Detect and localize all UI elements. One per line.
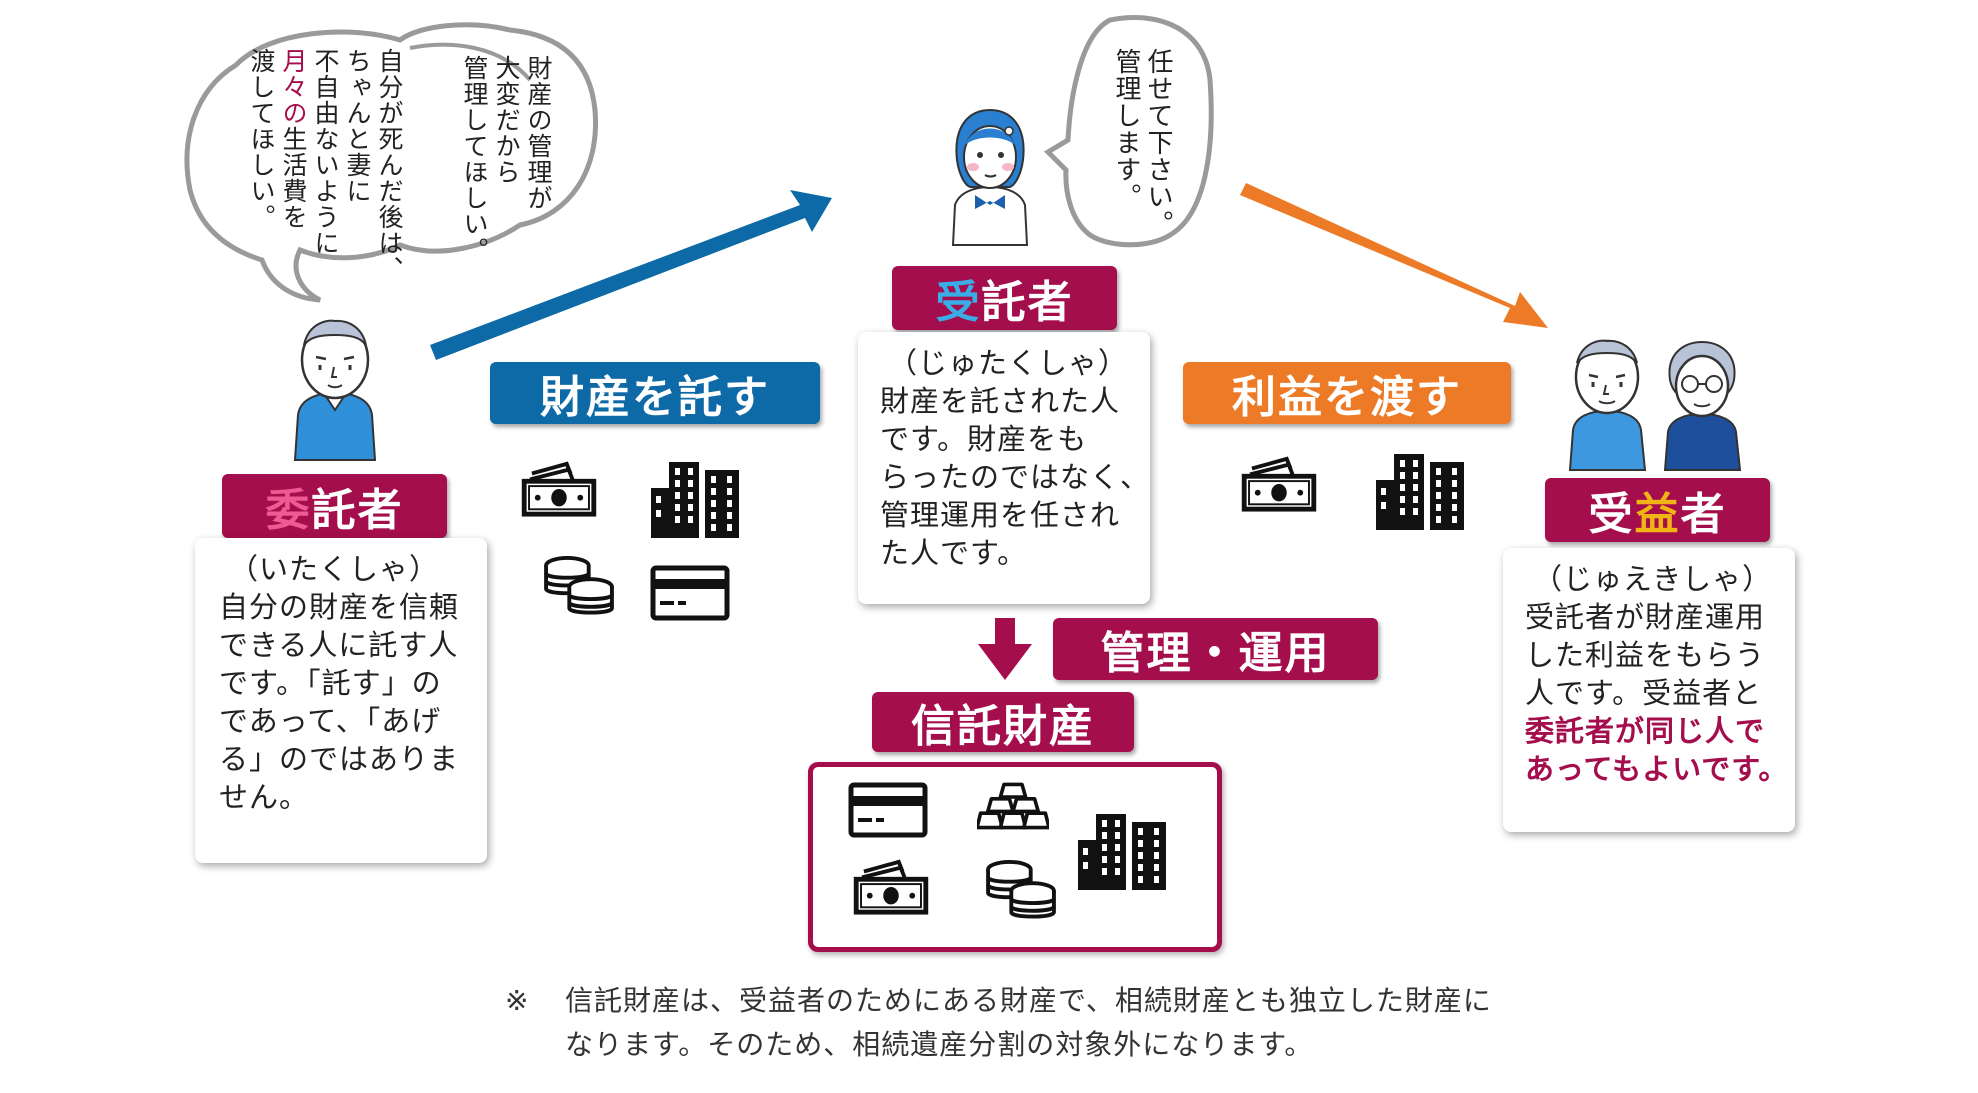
trustee-card-line: 管理運用を任され <box>880 498 1121 532</box>
trustee-card-line: らったのではなく、 <box>880 460 1151 494</box>
settlor-avatar <box>293 319 377 461</box>
trustee-avatar <box>951 108 1029 246</box>
footnote-mark: ※ <box>505 984 530 1017</box>
settlor-label-first: 委 <box>265 485 312 536</box>
trustee-card-line: 財産を託された人 <box>880 384 1121 418</box>
settlor-speech-line-3: 不自由ないように <box>311 48 340 256</box>
beneficiary-label-mid: 益 <box>1634 489 1681 540</box>
building-icon <box>1075 810 1177 890</box>
building-icon <box>648 458 750 538</box>
cash-icon <box>520 460 598 518</box>
settlor-speech-text: 自分が死んだ後は、 ちゃんと妻に 不自由ないように 月々の生活費を 渡してほしい… <box>245 48 405 282</box>
footnote-line-2: なります。そのため、相続遺産分割の対象外になります。 <box>565 1028 1314 1061</box>
credit-card-icon <box>848 782 928 838</box>
settlor-speech-line-1: 自分が死んだ後は、 <box>375 48 404 282</box>
beneficiary-avatar-husband <box>1568 339 1647 471</box>
trustee-card: （じゅたくしゃ） 財産を託された人 です。財産をも らったのではなく、 管理運用… <box>858 332 1150 604</box>
trustee-card-line: （じゅたくしゃ） <box>888 346 1129 380</box>
trustee-card-line: た人です。 <box>880 536 1028 570</box>
entrust-label: 財産を託す <box>490 362 820 424</box>
benefit-arrow <box>1240 183 1548 328</box>
settlor-card-line: る」のではありま <box>219 742 460 776</box>
coins-icon <box>540 554 618 616</box>
manage-arrow-stem <box>995 618 1015 646</box>
settlor-speech2-line-1: 財産の管理が <box>524 55 553 211</box>
beneficiary-label: 受益者 <box>1545 478 1770 542</box>
trustee-label: 受託者 <box>892 266 1117 330</box>
coins-icon <box>982 858 1060 920</box>
trustee-label-rest: 託者 <box>981 277 1074 328</box>
beneficiary-label-first: 受 <box>1588 489 1635 540</box>
beneficiary-label-rest: 者 <box>1680 489 1727 540</box>
manage-arrow-head <box>978 644 1032 680</box>
beneficiary-card-line: した利益をもらう <box>1525 638 1766 672</box>
speech-highlight: 月々の <box>279 48 308 126</box>
settlor-label: 委託者 <box>222 474 447 538</box>
settlor-speech-line-2: ちゃんと妻に <box>343 48 372 204</box>
credit-card-icon <box>650 565 730 621</box>
beneficiary-card-line: （じゅえきしゃ） <box>1533 562 1773 596</box>
footnote-line-1: 信託財産は、受益者のためにある財産で、相続財産とも独立した財産に <box>565 984 1492 1017</box>
beneficiary-card: （じゅえきしゃ） 受託者が財産運用 した利益をもらう 人です。受益者と 委託者が… <box>1503 548 1795 832</box>
settlor-speech2-text: 財産の管理が 大変だから 管理してほしい。 <box>458 55 554 263</box>
beneficiary-card-bold-line: あってもよいです。 <box>1525 752 1789 786</box>
entrust-arrow <box>430 190 832 360</box>
settlor-card-line: できる人に託す人 <box>219 628 459 662</box>
beneficiary-avatar-wife <box>1663 340 1742 471</box>
settlor-speech-line-5: 渡してほしい。 <box>247 48 276 230</box>
settlor-card-line: 自分の財産を信頼 <box>219 590 460 624</box>
trustee-speech-line-2: 管理します。 <box>1111 48 1141 210</box>
cash-icon <box>1240 455 1318 513</box>
settlor-card-line: です。「託す」の <box>219 666 442 700</box>
settlor-speech-line-4: 月々の生活費を <box>277 48 309 282</box>
trustee-speech-bubble <box>1043 15 1214 248</box>
settlor-card-line: せん。 <box>219 780 310 814</box>
gold-bars-icon <box>977 780 1049 832</box>
trustee-label-first: 受 <box>935 277 982 328</box>
building-icon <box>1373 450 1475 530</box>
trustee-speech-text: 任せて下さい。 管理します。 <box>1110 48 1174 237</box>
speech-line-4-rest: 生活費を <box>279 126 308 230</box>
settlor-card-line: であって、「あげ <box>219 704 442 738</box>
beneficiary-card-line: 人です。受益者と <box>1525 676 1763 710</box>
settlor-speech2-line-3: 管理してほしい。 <box>460 55 489 263</box>
manage-label: 管理・運用 <box>1053 618 1378 680</box>
settlor-label-rest: 託者 <box>311 485 404 536</box>
trustee-speech-line-1: 任せて下さい。 <box>1143 48 1173 237</box>
benefit-label: 利益を渡す <box>1183 362 1511 424</box>
trust-property-label: 信託財産 <box>872 692 1134 752</box>
settlor-speech2-line-2: 大変だから <box>492 55 521 185</box>
settlor-card: （いたくしゃ） 自分の財産を信頼 できる人に託す人 です。「託す」の であって、… <box>195 538 487 863</box>
beneficiary-card-bold-line: 委託者が同じ人で <box>1525 714 1766 748</box>
trustee-card-line: です。財産をも <box>880 422 1088 456</box>
cash-icon <box>852 858 930 916</box>
beneficiary-card-line: 受託者が財産運用 <box>1525 600 1766 634</box>
settlor-card-line: （いたくしゃ） <box>229 552 440 586</box>
